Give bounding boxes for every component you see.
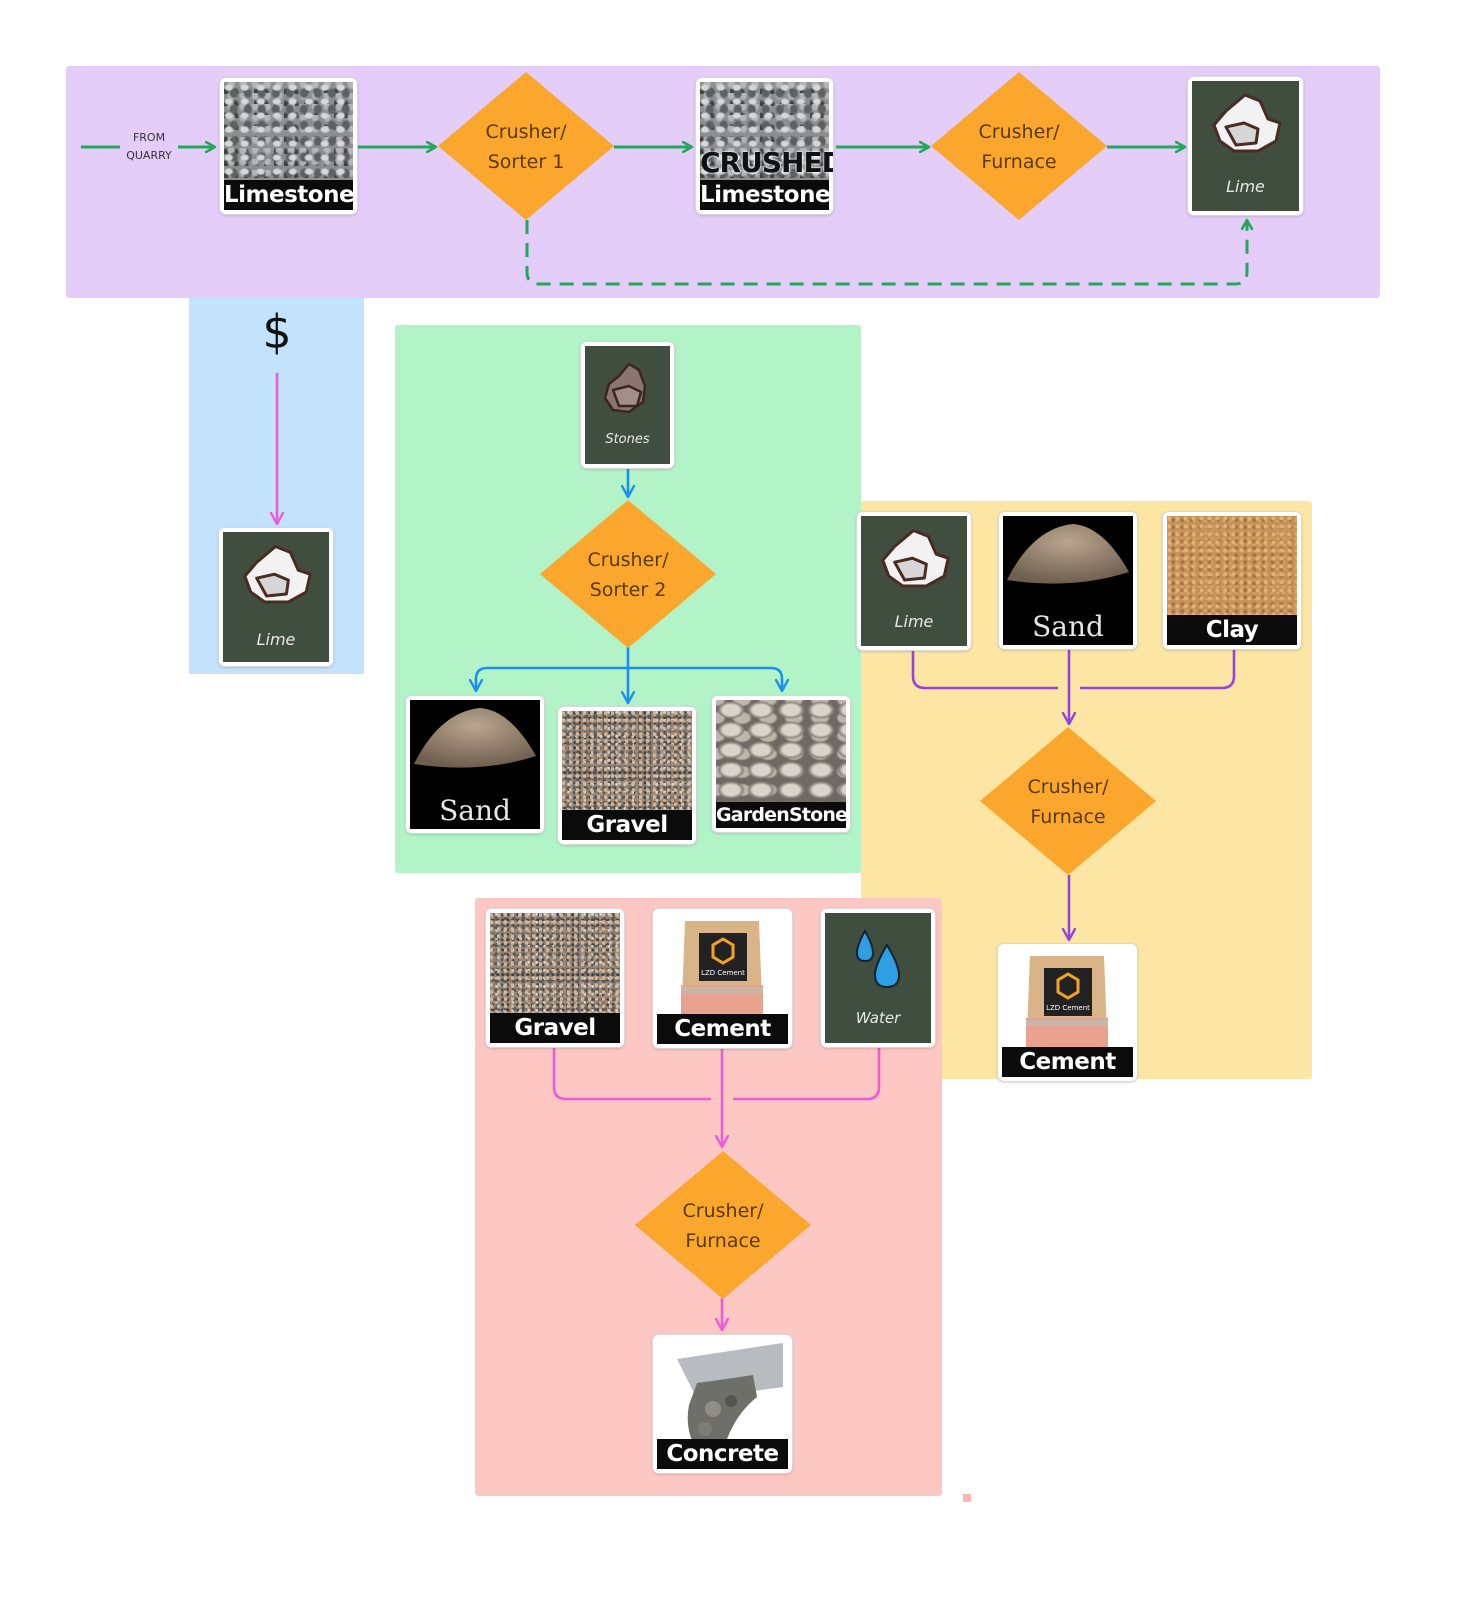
item-crushed-limestone[interactable]: CRUSHED Limestone (696, 78, 833, 214)
svg-text:Crusher/: Crusher/ (486, 121, 568, 143)
item-label: Water (855, 1009, 901, 1027)
item-lime-top[interactable]: Lime (1188, 77, 1303, 215)
lime-tile: Lime (861, 516, 967, 646)
item-label: Lime (256, 630, 296, 649)
bag-brand-label: LZD Cement (701, 969, 745, 977)
process-3-arrows (911, 650, 1236, 940)
lime-tile: Lime (1192, 81, 1299, 211)
svg-text:Furnace: Furnace (685, 1230, 760, 1252)
item-label: Lime (1226, 177, 1265, 196)
item-caption: Concrete (657, 1439, 788, 1469)
lime-rock-icon (1212, 93, 1282, 153)
stones-icon (603, 362, 647, 414)
source-label: FROM QUARRY (120, 129, 178, 165)
svg-text:Crusher/: Crusher/ (588, 549, 670, 571)
item-garden-stone[interactable]: GardenStone (712, 696, 850, 832)
source-label-line2: QUARRY (126, 149, 172, 162)
lime-rock-icon (881, 528, 950, 588)
item-cement-output[interactable]: LZD Cement Cement (998, 944, 1137, 1081)
item-limestone[interactable]: Limestone (220, 78, 357, 214)
process-4-arrows (552, 1048, 881, 1330)
cement-bag-icon (1026, 956, 1108, 1060)
source-label-line1: FROM (132, 131, 166, 144)
item-gravel-input[interactable]: Gravel (486, 909, 624, 1047)
dollar-sign-icon: $ (262, 305, 292, 359)
svg-text:Crusher/: Crusher/ (1028, 776, 1110, 798)
machine-furnace-concrete[interactable]: Crusher/ Furnace (635, 1151, 811, 1299)
sand-pile-image (410, 700, 540, 829)
item-lime-input[interactable]: Lime (857, 512, 971, 650)
item-lime-purchased[interactable]: Lime (219, 528, 333, 666)
machine-furnace-1[interactable]: Crusher/ Furnace (931, 72, 1107, 220)
item-caption: Cement (1002, 1047, 1133, 1077)
svg-text:Sorter 1: Sorter 1 (488, 151, 565, 173)
item-gravel-sorted[interactable]: Gravel (558, 707, 696, 844)
stones-tile: Stones (585, 346, 670, 464)
item-caption: Limestone (224, 180, 355, 210)
item-label: Lime (894, 612, 934, 631)
process-1-arrows (81, 147, 1247, 286)
sand-pile-icon (414, 708, 536, 768)
lime-rock-icon (243, 544, 312, 604)
water-drops-icon (855, 928, 901, 989)
item-concrete[interactable]: Concrete (653, 1335, 792, 1473)
item-cement-input[interactable]: LZD Cement Cement (653, 909, 792, 1048)
water-tile: Water (825, 913, 931, 1043)
item-sand-sorted[interactable]: Sand (406, 696, 544, 833)
item-label: Stones (605, 432, 650, 447)
svg-text:Furnace: Furnace (981, 151, 1056, 173)
stray-marker (963, 1494, 971, 1502)
item-caption: Cement (657, 1014, 788, 1044)
lime-tile: Lime (223, 532, 329, 662)
concrete-pour-icon (677, 1343, 783, 1443)
item-sand-input[interactable]: Sand (999, 512, 1137, 649)
item-caption: Clay (1167, 615, 1297, 645)
item-caption: Sand (439, 794, 511, 827)
item-stones[interactable]: Stones (581, 342, 674, 468)
bag-brand-label: LZD Cement (1046, 1004, 1090, 1012)
item-water[interactable]: Water (821, 909, 935, 1047)
machine-sorter-2[interactable]: Crusher/ Sorter 2 (540, 500, 716, 648)
item-caption: Limestone (700, 180, 831, 210)
svg-text:Crusher/: Crusher/ (683, 1200, 765, 1222)
sand-pile-image (1003, 516, 1133, 645)
crushed-overlay-text: CRUSHED (700, 146, 833, 179)
item-caption: GardenStone (716, 802, 848, 828)
machine-sorter-1[interactable]: Crusher/ Sorter 1 (438, 72, 614, 220)
arrow-bypass-dashed (525, 220, 1247, 286)
item-clay[interactable]: Clay (1163, 512, 1301, 649)
svg-text:Sorter 2: Sorter 2 (590, 579, 667, 601)
item-caption: Gravel (562, 810, 692, 840)
svg-text:Crusher/: Crusher/ (979, 121, 1061, 143)
svg-text:Furnace: Furnace (1030, 806, 1105, 828)
process-2-arrows (476, 468, 782, 703)
machine-furnace-cement[interactable]: Crusher/ Furnace (980, 727, 1156, 875)
sand-pile-icon (1007, 524, 1129, 584)
item-caption: Sand (1032, 610, 1104, 643)
item-caption: Gravel (490, 1013, 620, 1043)
